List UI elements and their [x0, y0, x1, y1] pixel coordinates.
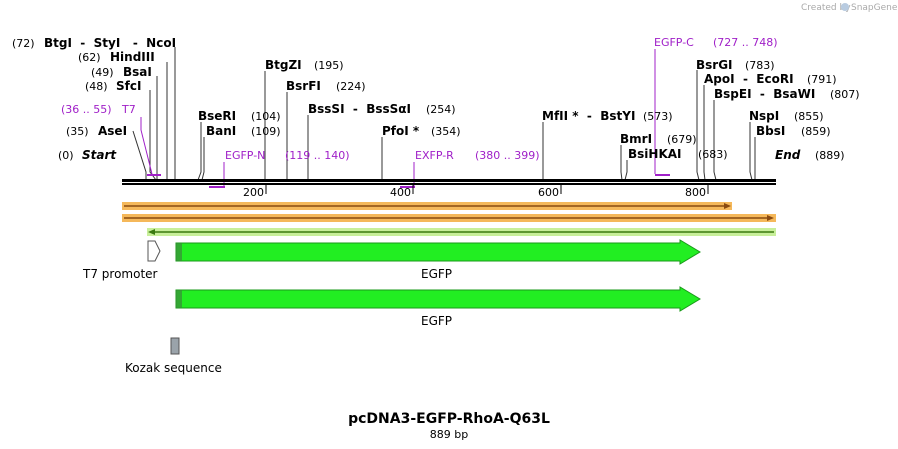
cut-site-labels: (72) BtgI - StyI - NcoI (62) HindIII (49… [12, 36, 860, 161]
kozak-overlap-mark [176, 243, 182, 261]
site-name: PfoI * [382, 124, 420, 138]
start-num: (0) [58, 149, 74, 162]
site-name: MfII * - BstYI [542, 109, 635, 123]
site-name: BsrGI [696, 58, 733, 72]
feature-label: Kozak sequence [125, 361, 222, 375]
backbone-bottom-strand [122, 183, 776, 185]
start-label: Start [82, 148, 117, 162]
site-num: (807) [830, 88, 860, 101]
site-name: SfcI [116, 79, 141, 93]
end-num: (889) [815, 149, 845, 162]
end-label: End [775, 148, 801, 162]
site-name: BanI [206, 124, 236, 138]
map-title: pcDNA3-EGFP-RhoA-Q63L [348, 411, 550, 427]
cut-site-lines [132, 47, 756, 181]
site-num: (791) [807, 73, 837, 86]
dna-backbone [122, 179, 776, 185]
egfp-arrow [175, 286, 701, 312]
orf-track [122, 202, 776, 236]
feature-kozak: Kozak sequence [125, 337, 222, 375]
feature-label: T7 promoter [82, 267, 158, 281]
site-num: (683) [698, 148, 728, 161]
snapgene-logo-icon [841, 3, 849, 11]
site-num: (855) [794, 110, 824, 123]
site-num: (254) [426, 103, 456, 116]
site-name: AseI [98, 124, 127, 138]
site-name: BtgZI [265, 58, 302, 72]
site-num: (573) [643, 110, 673, 123]
site-num: (35) [66, 125, 89, 138]
site-line [132, 130, 147, 180]
site-num: (679) [667, 133, 697, 146]
primer-label: EXFP-R [415, 149, 454, 162]
t7-promoter-arrow-icon [147, 240, 161, 262]
primer-range: (727 .. 748) [713, 36, 778, 49]
site-line [624, 160, 628, 181]
site-name: BsiHKAI [628, 147, 682, 161]
site-line [713, 100, 717, 181]
site-line [197, 122, 202, 181]
site-line [201, 137, 205, 181]
site-name: BtgI - StyI - NcoI [44, 36, 176, 50]
primer-labels: (36 .. 55) T7 EGFP-N (119 .. 140) EXFP-R… [61, 36, 778, 162]
feature-egfp-1: EGFP [175, 239, 701, 281]
scale-ruler: 200 400 600 800 [243, 185, 709, 199]
feature-label: EGFP [421, 314, 452, 328]
site-num: (859) [801, 125, 831, 138]
primer-label: T7 [121, 103, 136, 116]
site-num: (62) [78, 51, 101, 64]
map-subtitle: 889 bp [430, 428, 468, 441]
orf-arrowhead [767, 215, 774, 221]
scale-tick-label: 400 [390, 186, 411, 199]
credit-text: Created by [801, 3, 851, 13]
primer-range: (119 .. 140) [285, 149, 350, 162]
site-name: HindIII [110, 50, 155, 64]
site-num: (49) [91, 66, 114, 79]
site-name: BsaI [123, 65, 152, 79]
kozak-overlap-mark [176, 290, 182, 308]
site-num: (48) [85, 80, 108, 93]
sequence-ends: (0) Start End (889) [58, 148, 845, 162]
site-line [703, 85, 706, 181]
credit-brand: SnapGene [851, 3, 898, 13]
site-num: (354) [431, 125, 461, 138]
feature-label: EGFP [421, 267, 452, 281]
scale-tick-label: 600 [538, 186, 559, 199]
site-line [696, 70, 700, 181]
primer-label: EGFP-N [225, 149, 265, 162]
site-num: (224) [336, 80, 366, 93]
primer-range: (380 .. 399) [475, 149, 540, 162]
site-line [749, 122, 753, 181]
site-name: BsrFI [286, 79, 321, 93]
site-num: (195) [314, 59, 344, 72]
site-name: ApoI - EcoRI [704, 72, 794, 86]
egfp-arrow [175, 239, 701, 265]
feature-t7-promoter: T7 promoter [82, 240, 161, 281]
primer-label: EGFP-C [654, 36, 694, 49]
site-num: (783) [745, 59, 775, 72]
site-name: BssSI - BssSαI [308, 102, 411, 116]
site-num: (104) [251, 110, 281, 123]
site-num: (72) [12, 37, 35, 50]
site-num: (109) [251, 125, 281, 138]
scale-tick-label: 800 [685, 186, 706, 199]
orf-arrowhead [148, 229, 155, 235]
backbone-top-strand [122, 179, 776, 182]
site-line [149, 90, 157, 181]
snapgene-credit: Created by SnapGene [801, 3, 898, 13]
site-line [620, 145, 623, 181]
site-name: BseRI [198, 109, 236, 123]
site-name: NspI [749, 109, 779, 123]
scale-tick-label: 200 [243, 186, 264, 199]
site-name: BbsI [756, 124, 785, 138]
orf-arrowhead [724, 203, 731, 209]
primer-range: (36 .. 55) [61, 103, 112, 116]
feature-egfp-2: EGFP [175, 286, 701, 328]
site-name: BmrI [620, 132, 652, 146]
site-name: BspEI - BsaWI [714, 87, 815, 101]
kozak-box [170, 337, 180, 355]
primer-line [140, 117, 153, 175]
primer-marks [147, 174, 670, 188]
